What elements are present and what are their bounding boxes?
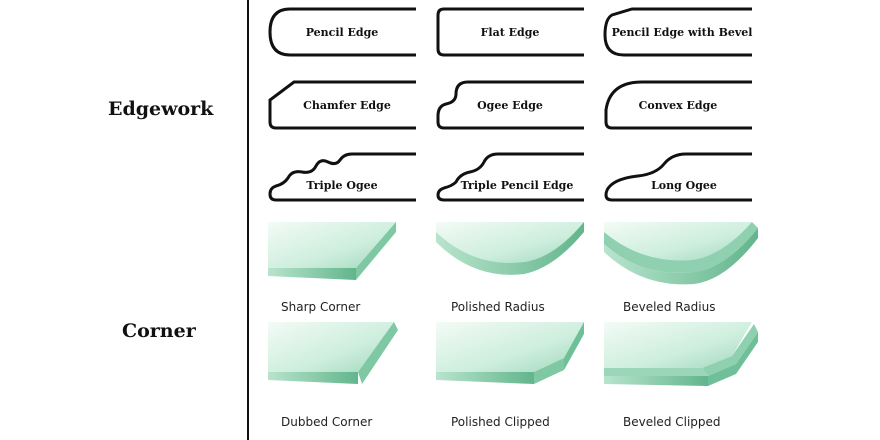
corner-label: Beveled Radius xyxy=(623,300,716,314)
edge-label: Convex Edge xyxy=(638,98,718,112)
edgework-heading: Edgework xyxy=(108,98,214,120)
flat-edge-profile-icon xyxy=(436,7,584,57)
edge-label: Triple Pencil Edge xyxy=(460,178,574,192)
edge-label: Flat Edge xyxy=(480,25,540,39)
edge-tile-triple-ogee: Triple Ogee xyxy=(266,152,418,202)
corner-tile-beveled-radius xyxy=(602,218,762,298)
beveled-clipped-glass-icon xyxy=(604,322,758,386)
chamfer-edge-profile-icon xyxy=(268,80,416,130)
corner-label: Dubbed Corner xyxy=(281,415,373,429)
dubbed-corner-glass-icon xyxy=(268,322,398,384)
pencil-bevel-profile-icon xyxy=(603,7,752,57)
edge-label: Pencil Edge with Bevel xyxy=(611,25,753,39)
corner-tile-polished-clipped xyxy=(434,318,594,398)
corner-tile-sharp xyxy=(266,218,426,298)
corner-label: Polished Clipped xyxy=(451,415,550,429)
corner-tile-dubbed xyxy=(266,318,426,398)
edge-tile-triple-pencil: Triple Pencil Edge xyxy=(434,152,586,202)
convex-edge-profile-icon xyxy=(604,80,752,130)
edge-tile-long-ogee: Long Ogee xyxy=(602,152,754,202)
long-ogee-profile-icon xyxy=(604,152,752,202)
corner-label: Polished Radius xyxy=(451,300,545,314)
ogee-edge-profile-icon xyxy=(436,80,584,130)
corner-heading: Corner xyxy=(122,320,196,342)
polished-clipped-glass-icon xyxy=(436,322,584,384)
triple-pencil-profile-icon xyxy=(436,152,584,202)
sharp-corner-glass-icon xyxy=(268,222,396,280)
corner-label: Beveled Clipped xyxy=(623,415,721,429)
edge-tile-flat: Flat Edge xyxy=(434,7,586,57)
corner-tile-polished-radius xyxy=(434,218,594,298)
edge-tile-chamfer: Chamfer Edge xyxy=(266,80,418,130)
triple-ogee-profile-icon xyxy=(268,152,416,202)
edge-label: Ogee Edge xyxy=(477,98,543,112)
edge-label: Triple Ogee xyxy=(306,178,378,192)
edge-tile-pencil-bevel: Pencil Edge with Bevel xyxy=(602,7,754,57)
edge-tile-ogee: Ogee Edge xyxy=(434,80,586,130)
edge-label: Pencil Edge xyxy=(305,25,379,39)
edge-tile-convex: Convex Edge xyxy=(602,80,754,130)
corner-tile-beveled-clipped xyxy=(602,318,762,398)
edge-label: Chamfer Edge xyxy=(303,98,391,112)
edge-label: Long Ogee xyxy=(651,178,717,192)
beveled-radius-glass-icon xyxy=(604,222,758,285)
edge-tile-pencil: Pencil Edge xyxy=(266,7,418,57)
section-divider xyxy=(247,0,249,440)
pencil-edge-profile-icon xyxy=(268,7,416,57)
polished-radius-glass-icon xyxy=(436,222,584,275)
corner-label: Sharp Corner xyxy=(281,300,361,314)
